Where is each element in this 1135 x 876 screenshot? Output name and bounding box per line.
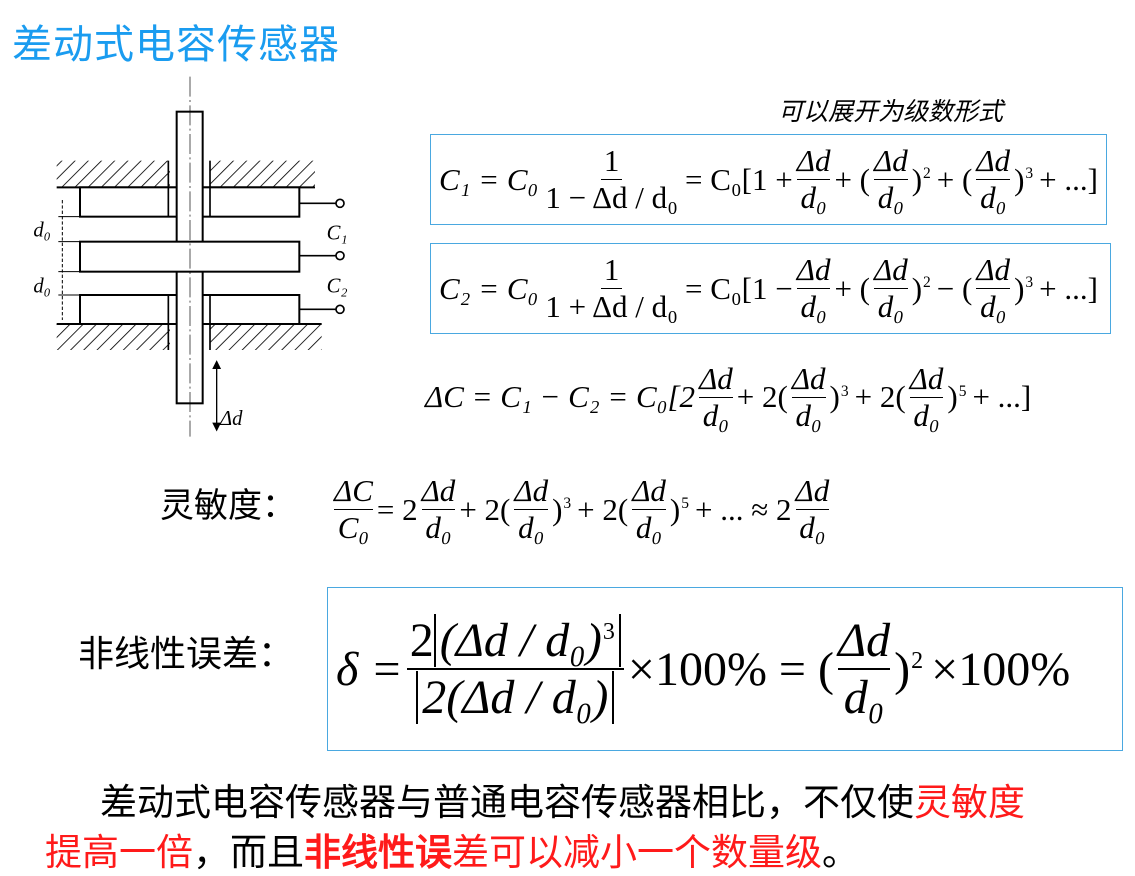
series-expansion-caption: 可以展开为级数形式 [778, 97, 1004, 126]
top-housing [56, 160, 315, 189]
eq2-lhs: C₂ = C₀ [439, 270, 539, 306]
d0-bottom-label: d₀ [33, 276, 51, 298]
conclusion-line-1: 差动式电容传感器与普通电容传感器相比，不仅使灵敏度 [100, 781, 1025, 824]
c1-label: C₁ [327, 222, 348, 244]
nonlinearity-label: 非线性误差： [78, 634, 295, 675]
displacement-arrow [212, 360, 222, 432]
c2-label: C₂ [327, 276, 348, 298]
slide-title: 差动式电容传感器 [12, 22, 340, 68]
conclusion-line-2: 提高一倍，而且非线性误差可以减小一个数量级。 [45, 831, 859, 874]
eq1-lhs: C₁ = C₀ [439, 161, 539, 197]
differential-capacitor-diagram: C₁ C₂ d₀ d₀ Δd [33, 76, 348, 437]
terminals [299, 198, 345, 315]
fraction: 2(Δd / d₀)3 2(Δd / d₀) [406, 613, 624, 725]
eq1-mid: = C₀[1 + [684, 161, 793, 197]
d0-top-label: d₀ [33, 220, 51, 242]
delta-d-label: Δd [219, 408, 243, 430]
gap-dimension [58, 200, 80, 320]
sensitivity-label: 灵敏度： [160, 486, 296, 526]
